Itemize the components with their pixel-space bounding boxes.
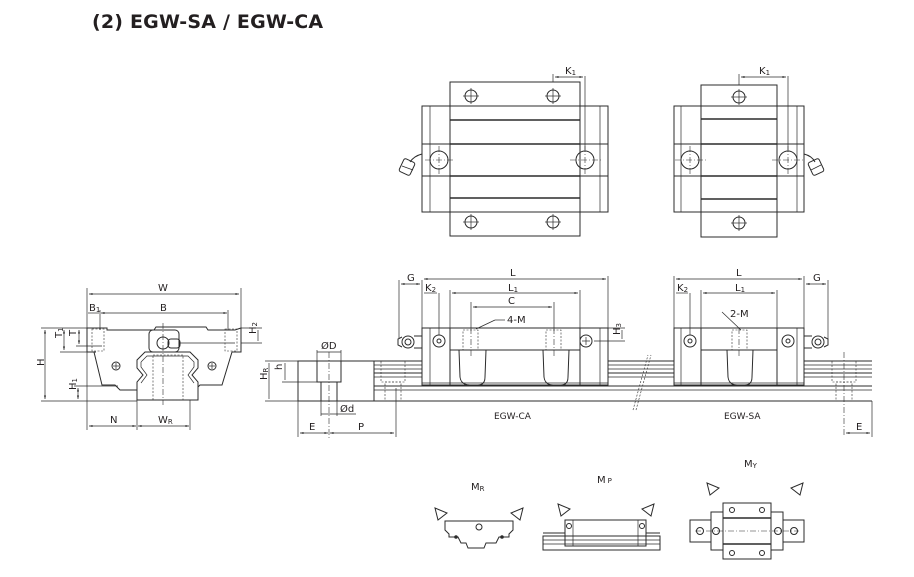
- caption-egw-ca: EGW-CA: [494, 412, 532, 422]
- side-screw-icon: [207, 361, 217, 371]
- moment-label-MR: MR: [471, 482, 485, 493]
- moment-MY: MY: [689, 459, 805, 560]
- dim-H1: H1: [68, 378, 79, 390]
- rail-flange-outline: [673, 105, 805, 213]
- top-view-sa: K1: [673, 66, 825, 238]
- dim-4M: 4-M: [507, 315, 526, 326]
- mount-hole: [463, 214, 479, 230]
- block-body: [700, 84, 778, 238]
- dim-K1-ca: K1: [565, 66, 576, 77]
- dim-d: Ød: [340, 403, 354, 415]
- mount-hole: [731, 89, 747, 105]
- dim-L1-ca: L1: [508, 283, 518, 294]
- grease-nipple-icon: [398, 153, 423, 176]
- section-title: (2) EGW-SA / EGW-CA: [92, 11, 324, 33]
- top-view-ca: K1: [398, 66, 609, 237]
- dim-L-sa: L: [736, 268, 742, 279]
- dim-E-sa: E: [856, 422, 862, 433]
- rail-section: ØD Ød h HR E P: [259, 340, 397, 438]
- grease-nipple-icon: [397, 335, 422, 349]
- dim-K2-ca: K2: [425, 283, 436, 294]
- dim-B1: B1: [89, 303, 100, 314]
- side-screw-icon: [111, 361, 121, 371]
- mount-hole: [463, 88, 479, 104]
- dim-P: P: [358, 422, 364, 433]
- moment-label-MY: MY: [744, 459, 758, 470]
- block-side: [421, 327, 609, 386]
- dim-D: ØD: [321, 340, 337, 352]
- dim-W: W: [158, 283, 168, 294]
- mount-hole: [545, 214, 561, 230]
- dim-G-sa: G: [813, 273, 821, 284]
- dim-HR: HR: [259, 367, 270, 380]
- dim-L-ca: L: [510, 268, 516, 279]
- dim-E-rail: E: [309, 422, 315, 433]
- dim-2M: 2-M: [730, 309, 749, 320]
- rail-flange-outline: [421, 105, 609, 213]
- dim-H3: H3: [612, 323, 623, 335]
- dim-H: H: [36, 358, 47, 366]
- dim-WR: WR: [158, 415, 173, 426]
- block-body: [449, 81, 581, 237]
- mount-hole: [545, 88, 561, 104]
- moment-MR: MR: [434, 482, 524, 549]
- front-view: W B1 B H T1 T H1 H2 N WR: [36, 283, 262, 430]
- dim-G-ca: G: [407, 273, 415, 284]
- dim-T1: T1: [54, 327, 65, 339]
- break-line: [632, 354, 649, 411]
- dim-N: N: [110, 415, 117, 426]
- dim-h: h: [274, 364, 285, 370]
- grease-nipple-icon: [804, 335, 829, 349]
- dim-K1-sa: K1: [759, 66, 770, 77]
- side-view-ca: G L K2 L1 C 4-M H3 EGW-CA: [397, 268, 625, 422]
- caption-egw-sa: EGW-SA: [724, 412, 761, 422]
- dim-C: C: [508, 296, 515, 307]
- grease-nipple-icon: [803, 153, 825, 176]
- dim-L1-sa: L1: [735, 283, 745, 294]
- dim-H2: H2: [248, 322, 259, 334]
- dim-B: B: [160, 303, 167, 314]
- grease-nipple-icon: [167, 338, 181, 349]
- dim-T: T: [68, 329, 79, 337]
- mount-hole: [731, 215, 747, 231]
- dim-K2-sa: K2: [677, 283, 688, 294]
- side-view-sa: L G K2 L1 2-M E EGW-SA: [673, 268, 873, 437]
